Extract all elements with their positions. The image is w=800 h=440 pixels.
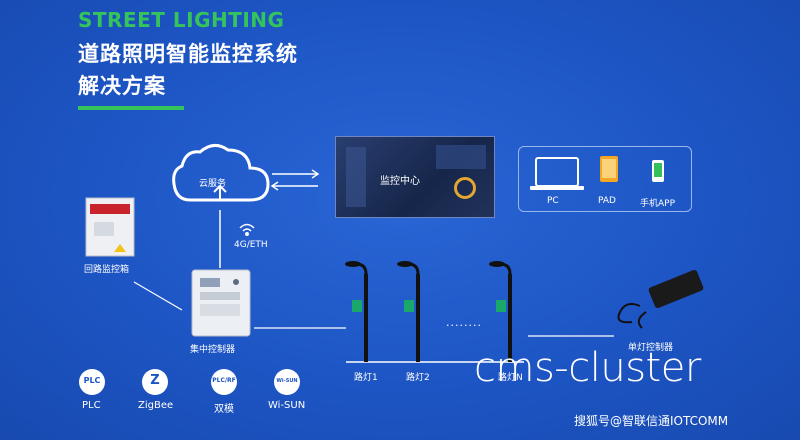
plc-icon (79, 369, 105, 395)
title-chinese-line2: 解决方案 (78, 74, 166, 98)
client-devices-box (518, 146, 692, 212)
source-credit: 搜狐号@智联信通IOTCOMM (574, 414, 729, 428)
cloud-icon (172, 144, 270, 202)
monitor-center-screen (335, 136, 495, 218)
wifi-icon (239, 223, 255, 236)
monitor-label: 监控中心 (380, 176, 420, 187)
screen-panel (346, 147, 366, 207)
pc-icon (530, 157, 584, 190)
title-english: STREET LIGHTING (78, 8, 285, 32)
network-label: 4G/ETH (234, 240, 268, 250)
zigbee-icon (142, 369, 168, 395)
street-lamp-icon-1 (345, 261, 368, 362)
phone-icon (652, 160, 664, 182)
screen-panel (436, 145, 486, 169)
zigbee-icon-text: Z (150, 373, 160, 388)
lamp-label-1: 路灯1 (354, 373, 378, 383)
plc-icon-text: PLC (83, 376, 101, 385)
pad-icon (600, 156, 618, 182)
protocol-label-dual: 双模 (214, 404, 234, 415)
cabinet-label: 回路监控箱 (84, 265, 130, 275)
client-label-pc: PC (547, 196, 559, 206)
watermark-text: cms-cluster (474, 345, 701, 391)
cabinet-icon (85, 197, 135, 257)
single-controller-icon (617, 269, 704, 329)
protocol-label-wisun: Wi-SUN (268, 400, 306, 411)
dual-mode-icon-text: PLC/RF (212, 377, 236, 384)
single-controller-label: 单灯控制器 (628, 343, 674, 353)
protocol-label-plc: PLC (82, 400, 101, 411)
wisun-icon (274, 369, 300, 395)
client-label-app: 手机APP (640, 199, 676, 209)
lamp-label-2: 路灯2 (406, 373, 430, 383)
protocol-label-zigbee: ZigBee (138, 400, 174, 411)
client-label-pad: PAD (598, 196, 616, 206)
lamp-ellipsis: ........ (446, 316, 482, 329)
bidirectional-arrows (270, 169, 320, 191)
street-lamp-icon-n (489, 261, 512, 362)
title-chinese-line1: 道路照明智能监控系统 (78, 42, 298, 66)
cabinet-link-line (133, 281, 183, 311)
cloud-label: 云服务 (199, 179, 227, 189)
wisun-icon-text: Wi-SUN (276, 378, 298, 384)
street-lamp-icon-2 (397, 261, 420, 362)
gauge-icon (454, 177, 476, 199)
concentrator-label: 集中控制器 (190, 345, 236, 355)
title-underline (78, 106, 184, 110)
concentrator-icon (191, 269, 251, 337)
lamp-label-n: 路灯N (498, 373, 523, 383)
dual-mode-icon (211, 369, 237, 395)
